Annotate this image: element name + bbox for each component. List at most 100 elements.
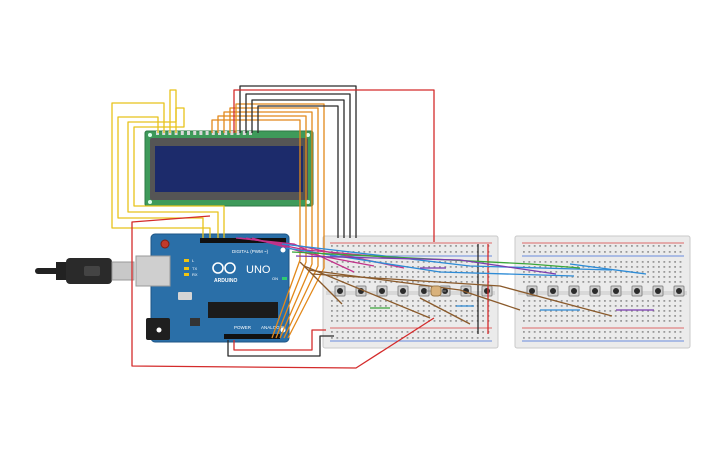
wire-black[interactable] — [257, 105, 339, 238]
wire-green[interactable] — [291, 251, 581, 269]
wire-blue[interactable] — [569, 263, 647, 275]
breadboard-1[interactable] — [322, 235, 499, 349]
breadboard-hole — [352, 320, 355, 322]
wire-orange[interactable] — [217, 115, 307, 339]
arduino-uno[interactable]: DIGITAL (PWM ~) POWER ANALOG IN ARDUINO … — [135, 233, 290, 343]
breadboard-hole — [636, 337, 639, 339]
pushbutton-cap-icon — [634, 288, 640, 294]
breadboard-hole — [395, 337, 398, 339]
wire-yellow[interactable] — [133, 107, 225, 238]
breadboard-hole — [539, 300, 541, 302]
breadboard-hole — [544, 266, 547, 268]
breadboard-hole — [604, 337, 606, 339]
wire-magenta[interactable] — [251, 237, 375, 267]
wire-black[interactable] — [239, 85, 357, 238]
wire-orange[interactable] — [211, 119, 301, 339]
breadboard-hole — [587, 331, 590, 333]
breadboard-hole — [466, 245, 468, 247]
breadboard-hole — [395, 331, 398, 333]
breadboard-hole — [336, 337, 339, 339]
lcd-mount-hole — [306, 200, 310, 204]
breadboard-hole — [539, 261, 541, 263]
breadboard-hole — [647, 261, 649, 263]
breadboard-hole — [471, 320, 474, 322]
wire-yellow[interactable] — [127, 89, 219, 238]
breadboard-hole — [395, 320, 398, 322]
wire-red[interactable] — [233, 329, 326, 351]
lcd-module[interactable] — [144, 130, 314, 207]
wire-brown[interactable] — [311, 273, 613, 317]
breadboard-hole — [422, 331, 425, 333]
breadboard-hole — [482, 245, 484, 247]
breadboard-hole — [598, 315, 601, 317]
breadboard-hole — [341, 261, 344, 263]
resistor[interactable] — [426, 285, 446, 297]
breadboard-hole — [679, 320, 682, 322]
pushbutton-cap-icon — [592, 288, 598, 294]
breadboard-hole — [401, 251, 403, 253]
breadboard-hole — [363, 331, 366, 333]
breadboard-hole — [341, 271, 344, 273]
breadboard-hole — [668, 300, 671, 302]
breadboard-hole — [449, 310, 452, 312]
lcd-mount-hole — [148, 133, 152, 137]
breadboard-hole — [455, 337, 457, 339]
wire-yellow[interactable] — [117, 116, 204, 238]
breadboard-hole — [482, 271, 484, 273]
breadboard-hole — [631, 251, 633, 253]
wire-black[interactable] — [251, 99, 345, 238]
wire-red[interactable] — [131, 215, 435, 369]
breadboard-hole — [374, 245, 376, 247]
wire-blue[interactable] — [281, 243, 613, 271]
breadboard-hole — [471, 276, 474, 278]
breadboard-2[interactable] — [514, 235, 691, 349]
wire-red[interactable] — [233, 89, 435, 242]
breadboard-hole — [395, 276, 398, 278]
breadboard-hole — [679, 331, 682, 333]
breadboard-2-buttons — [526, 285, 685, 297]
breadboard-hole — [674, 320, 676, 322]
usb-cable[interactable] — [35, 258, 135, 284]
pushbutton-cap-icon — [676, 288, 682, 294]
pushbutton-cap-icon — [550, 288, 556, 294]
breadboard-hole — [422, 300, 425, 302]
pushbutton-cap-icon — [337, 288, 343, 294]
breadboard-hole — [577, 271, 579, 273]
wire-orange[interactable] — [235, 103, 325, 339]
breadboard-hole — [620, 331, 622, 333]
breadboard-hole — [347, 266, 349, 268]
breadboard-hole — [566, 245, 568, 247]
breadboard-hole — [593, 245, 595, 247]
lcd-pin — [193, 131, 197, 135]
breadboard-hole — [358, 315, 360, 317]
breadboard-hole — [593, 271, 595, 273]
wire-orange[interactable] — [223, 111, 313, 339]
breadboard-hole — [636, 271, 639, 273]
wire-blue[interactable] — [285, 247, 575, 277]
breadboard-hole — [444, 300, 447, 302]
breadboard-hole — [620, 337, 622, 339]
wire-black[interactable] — [227, 335, 334, 357]
breadboard-hole — [658, 276, 660, 278]
breadboard-hole — [625, 281, 628, 283]
breadboard-hole — [528, 315, 531, 317]
breadboard-hole — [636, 310, 639, 312]
breadboard-hole — [641, 276, 644, 278]
wire-yellow[interactable] — [111, 102, 211, 238]
reset-button-icon[interactable] — [160, 239, 170, 249]
breadboard-hole — [598, 310, 601, 312]
wire-black[interactable] — [245, 93, 351, 238]
breadboard-hole — [566, 276, 568, 278]
breadboard-hole — [482, 320, 484, 322]
breadboard-hole — [539, 337, 541, 339]
power-label: POWER — [234, 325, 252, 330]
wire-brown[interactable] — [419, 297, 471, 325]
breadboard-hole — [647, 310, 649, 312]
wire-purple[interactable] — [295, 255, 557, 275]
breadboard-hole — [336, 266, 339, 268]
wire-brown[interactable] — [299, 261, 343, 305]
breadboard-hole — [641, 310, 644, 312]
breadboard-hole — [598, 276, 601, 278]
breadboard-hole — [652, 310, 655, 312]
wire-orange[interactable] — [229, 107, 319, 339]
